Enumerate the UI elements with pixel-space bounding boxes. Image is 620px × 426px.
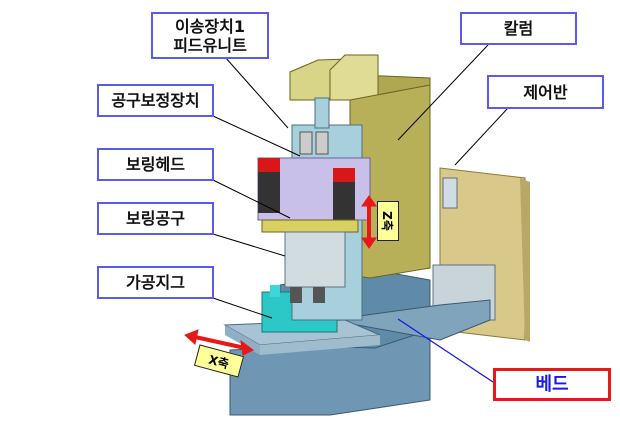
- z-axis-label: Z축: [377, 201, 399, 241]
- boring-head: [284, 231, 346, 288]
- label-bed: 베드: [493, 368, 611, 401]
- label-boring-tool: 보링공구: [97, 202, 214, 235]
- label-feed-unit-line1: 이송장치1: [174, 16, 245, 36]
- label-tool-compensator: 공구보정장치: [97, 84, 214, 117]
- label-control-panel: 제어반: [487, 75, 604, 109]
- label-boring-head: 보링헤드: [97, 148, 214, 181]
- boring-head-plate: [261, 219, 359, 233]
- bed-leader-line: [397, 318, 494, 383]
- leader-lines: [212, 44, 509, 319]
- label-machining-jig: 가공지그: [97, 266, 214, 299]
- label-feed-unit-line2: 피드유니트: [173, 35, 247, 55]
- z-axis-arrow: [361, 195, 377, 249]
- label-feed-unit: 이송장치1 피드유니트: [151, 12, 269, 59]
- x-axis-arrow: [184, 329, 254, 356]
- label-column: 칼럼: [460, 12, 577, 45]
